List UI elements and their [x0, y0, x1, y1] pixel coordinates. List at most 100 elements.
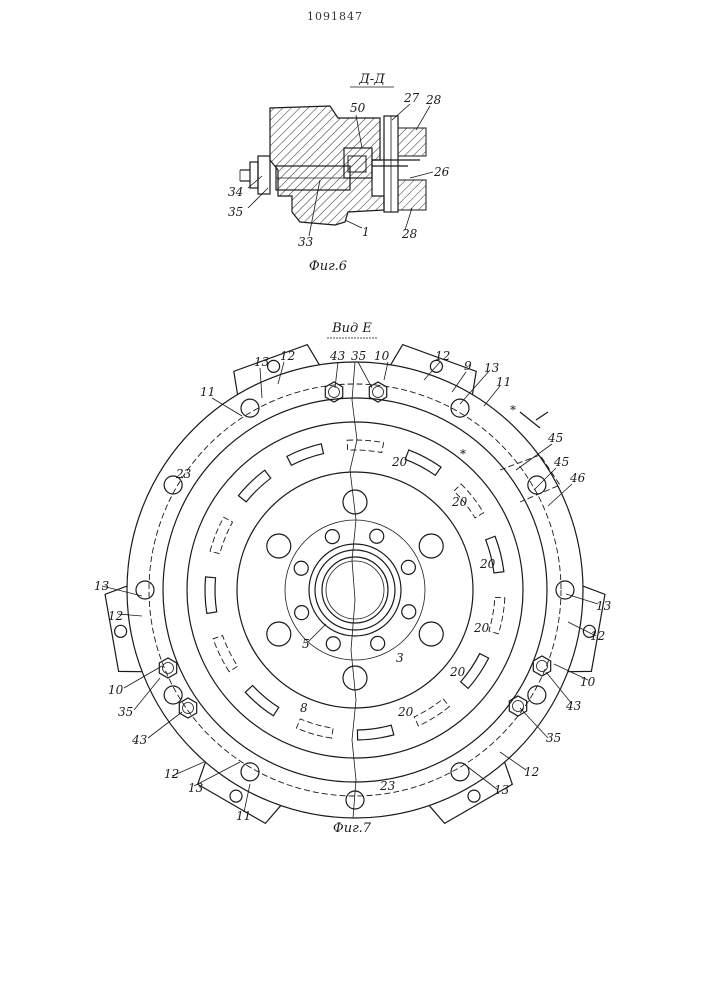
label-10-a: 10	[374, 349, 390, 363]
rivet-hole	[451, 399, 469, 417]
hub-ring-inner	[309, 544, 401, 636]
bolt-35-inner	[183, 703, 194, 714]
nut-43	[159, 658, 176, 678]
view-title: Вид Е	[331, 321, 372, 336]
label-28-bottom: 28	[401, 227, 418, 241]
label-12-c: 12	[108, 609, 123, 623]
nut-43-inner	[163, 663, 174, 674]
label-20-d: 20	[473, 621, 490, 635]
nut-43-inner	[329, 387, 340, 398]
bolt-35	[509, 696, 526, 716]
dashed-ring	[149, 384, 561, 796]
hub-bore-outer	[315, 550, 395, 630]
lug-hole-13	[230, 790, 242, 802]
figure-6-section: Д-Д 50 27 28 26	[228, 72, 450, 274]
hub-hole-large	[419, 534, 443, 558]
hub-hole-large	[419, 622, 443, 646]
label-20-c: 20	[479, 557, 496, 571]
label-3: 3	[396, 651, 404, 665]
label-9: 9	[464, 359, 472, 373]
segment-20	[489, 597, 505, 634]
label-12-d: 12	[590, 629, 605, 643]
hub-bore	[322, 557, 388, 623]
hub-hole-small	[325, 530, 339, 544]
segment-20	[245, 685, 278, 715]
label-43-c: 43	[565, 699, 582, 713]
label-35-a: 35	[351, 349, 366, 363]
label-13-b: 13	[484, 361, 500, 375]
lug-hole-13	[468, 790, 480, 802]
label-35-c: 35	[546, 731, 561, 745]
segment-20	[238, 470, 270, 502]
label-12-b: 12	[435, 349, 450, 363]
hub-hole-large	[267, 534, 291, 558]
segment-20	[347, 440, 383, 453]
label-12-f: 12	[524, 765, 539, 779]
bolt-35	[179, 698, 196, 718]
label-11-a: 11	[496, 375, 511, 389]
section-arrow	[520, 412, 548, 428]
label-12-e: 12	[164, 767, 179, 781]
segment-20	[210, 517, 232, 553]
rivet-hole	[556, 581, 574, 599]
segment-20	[296, 719, 333, 738]
hub-hole-small	[295, 606, 309, 620]
rivet-hole	[241, 399, 259, 417]
figure-7-view: Вид Е	[94, 321, 612, 836]
lug-hole-13	[115, 625, 127, 637]
label-43-b: 43	[131, 733, 148, 747]
segment-20	[213, 636, 237, 672]
hub-hole-small	[370, 529, 384, 543]
label-8: 8	[300, 701, 308, 715]
section-marker-star-2: *	[460, 447, 466, 461]
nut-43-inner	[537, 661, 548, 672]
segment-20	[287, 444, 324, 465]
label-33: 33	[298, 235, 314, 249]
label-10-b: 10	[108, 683, 124, 697]
label-20-e: 20	[449, 665, 466, 679]
hub-hole-small	[326, 637, 340, 651]
label-23-a: 23	[175, 467, 192, 481]
label-1: 1	[362, 225, 370, 239]
hub-hole-small	[371, 636, 385, 650]
figure-7-caption: Фиг.7	[333, 821, 372, 836]
label-20-f: 20	[397, 705, 414, 719]
rivet-hole	[164, 686, 182, 704]
label-26: 26	[433, 165, 450, 179]
hub-hole-small	[294, 561, 308, 575]
label-35-b: 35	[118, 705, 133, 719]
segment-20	[414, 699, 449, 726]
label-35: 35	[228, 205, 243, 219]
label-20-a: 20	[391, 455, 408, 469]
label-20-b: 20	[451, 495, 468, 509]
rivet-hole	[528, 476, 546, 494]
rivet-hole	[241, 763, 259, 781]
label-46: 46	[569, 471, 586, 485]
hub-ring-outer	[237, 472, 473, 708]
rivet-hole	[136, 581, 154, 599]
rivet-hole	[528, 686, 546, 704]
lug-12	[234, 345, 320, 395]
label-5: 5	[302, 637, 310, 651]
patent-number: 1091847	[307, 10, 363, 23]
hub-hole-small	[402, 605, 416, 619]
outer-friction-ring	[127, 362, 583, 818]
label-13-e: 13	[188, 781, 204, 795]
nut-43	[533, 656, 550, 676]
label-50: 50	[350, 101, 366, 115]
segment-20	[205, 577, 217, 614]
section-marker-star-1: *	[510, 403, 516, 417]
lug-hole-13	[268, 360, 280, 372]
label-43-a: 43	[329, 349, 346, 363]
section-break-line	[350, 362, 357, 818]
friction-ring-inner-edge	[163, 398, 547, 782]
label-13-d: 13	[596, 599, 612, 613]
label-45-b: 45	[553, 455, 569, 469]
hub-hole-large	[267, 622, 291, 646]
label-13-f: 13	[494, 783, 510, 797]
segment-20	[405, 450, 441, 475]
label-13-a: 13	[254, 355, 270, 369]
label-45-a: 45	[547, 431, 563, 445]
label-23-b: 23	[379, 779, 396, 793]
